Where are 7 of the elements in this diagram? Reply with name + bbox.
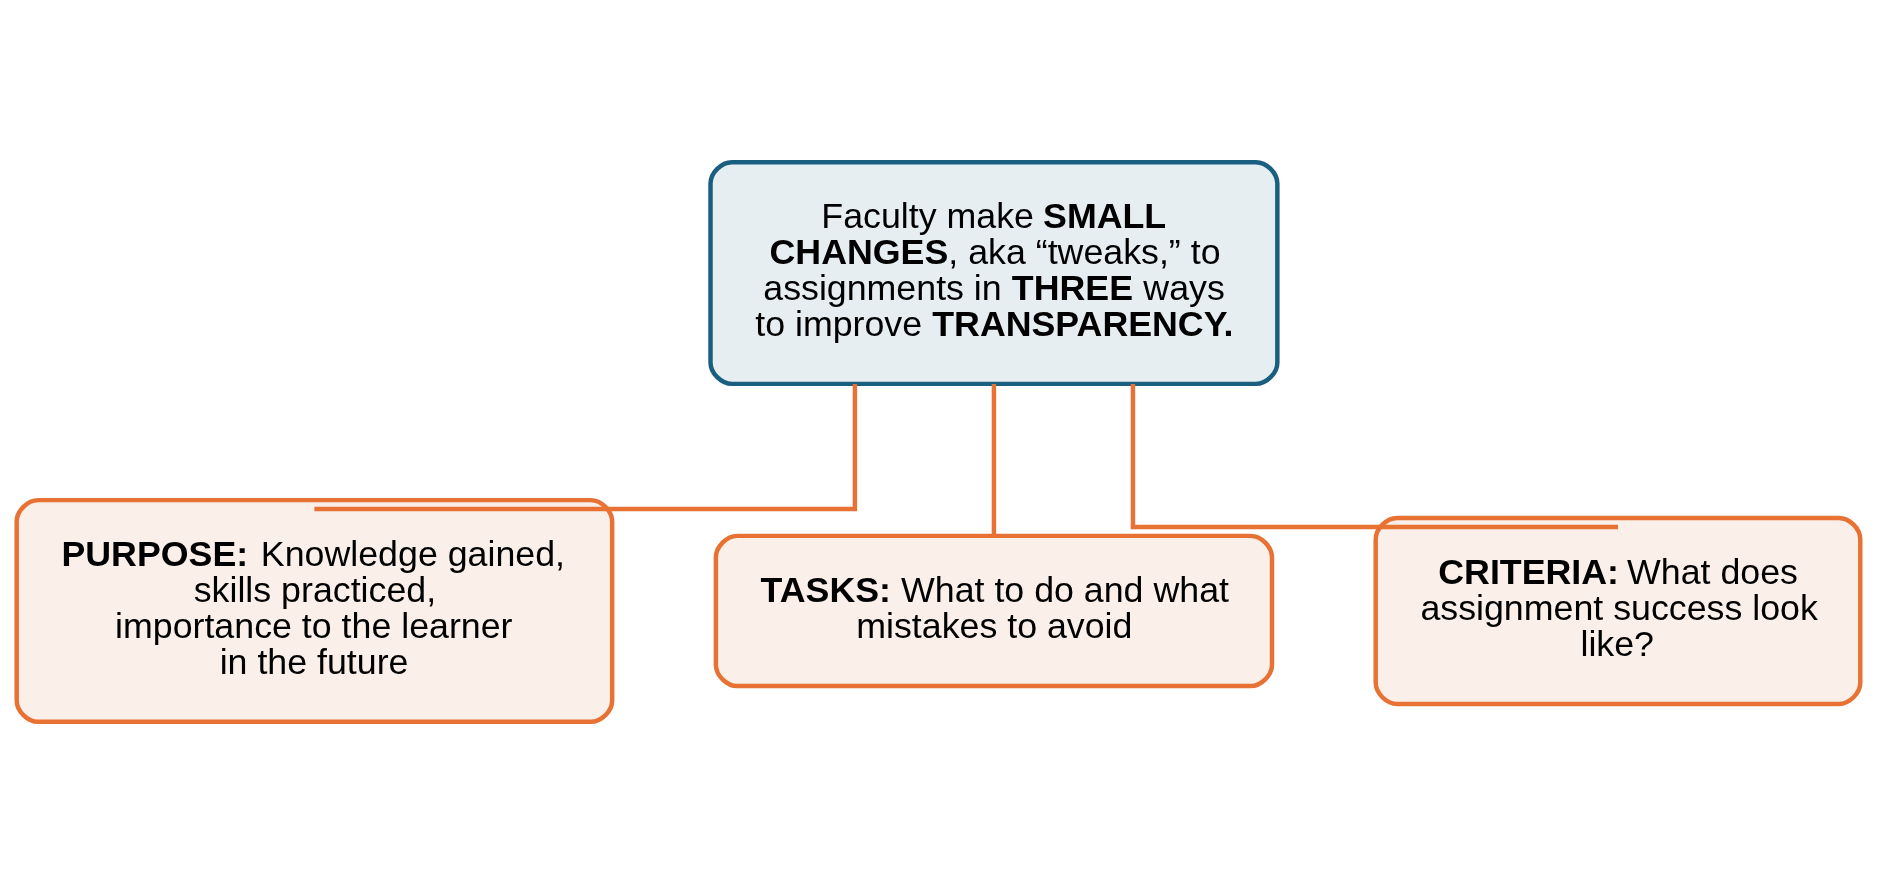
node-box: TASKS: What to do and what mistakes to avoid [713, 533, 1275, 688]
node-box: Faculty make SMALL CHANGES, aka “tweaks,” to assignments in THREE ways to improve TRANSPARENCY. [708, 159, 1280, 386]
node-box: CRITERIA: What does assignment success look like? [1373, 515, 1863, 706]
node-box: PURPOSE: Knowledge gained, skills practiced, importance to the learner in the future [14, 497, 615, 724]
connector [1130, 383, 1618, 529]
connector [991, 383, 997, 536]
connector [314, 383, 858, 511]
